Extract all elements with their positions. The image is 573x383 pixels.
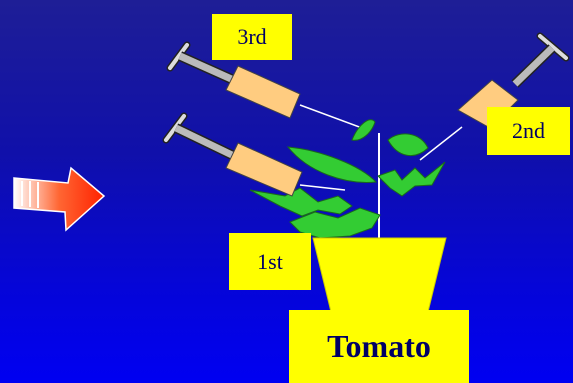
label-2nd: 2nd	[487, 107, 570, 155]
syringe-2nd-icon	[457, 32, 570, 129]
red-arrow-icon	[13, 166, 106, 232]
syringe-1st-icon	[162, 112, 303, 197]
label-tomato: Tomato	[289, 310, 469, 383]
label-1st: 1st	[229, 233, 311, 290]
tomato-leaves	[249, 119, 446, 239]
leaf-top	[351, 119, 376, 141]
label-3rd: 3rd	[212, 14, 292, 60]
syringe-3rd-icon	[166, 41, 301, 119]
leaf-right-top	[387, 133, 429, 156]
injection-lines	[299, 104, 463, 191]
leaf-right-jagged	[377, 161, 446, 197]
leaf-lower-left	[249, 187, 353, 217]
pot	[312, 237, 447, 313]
leaf-middle-left	[286, 146, 378, 183]
